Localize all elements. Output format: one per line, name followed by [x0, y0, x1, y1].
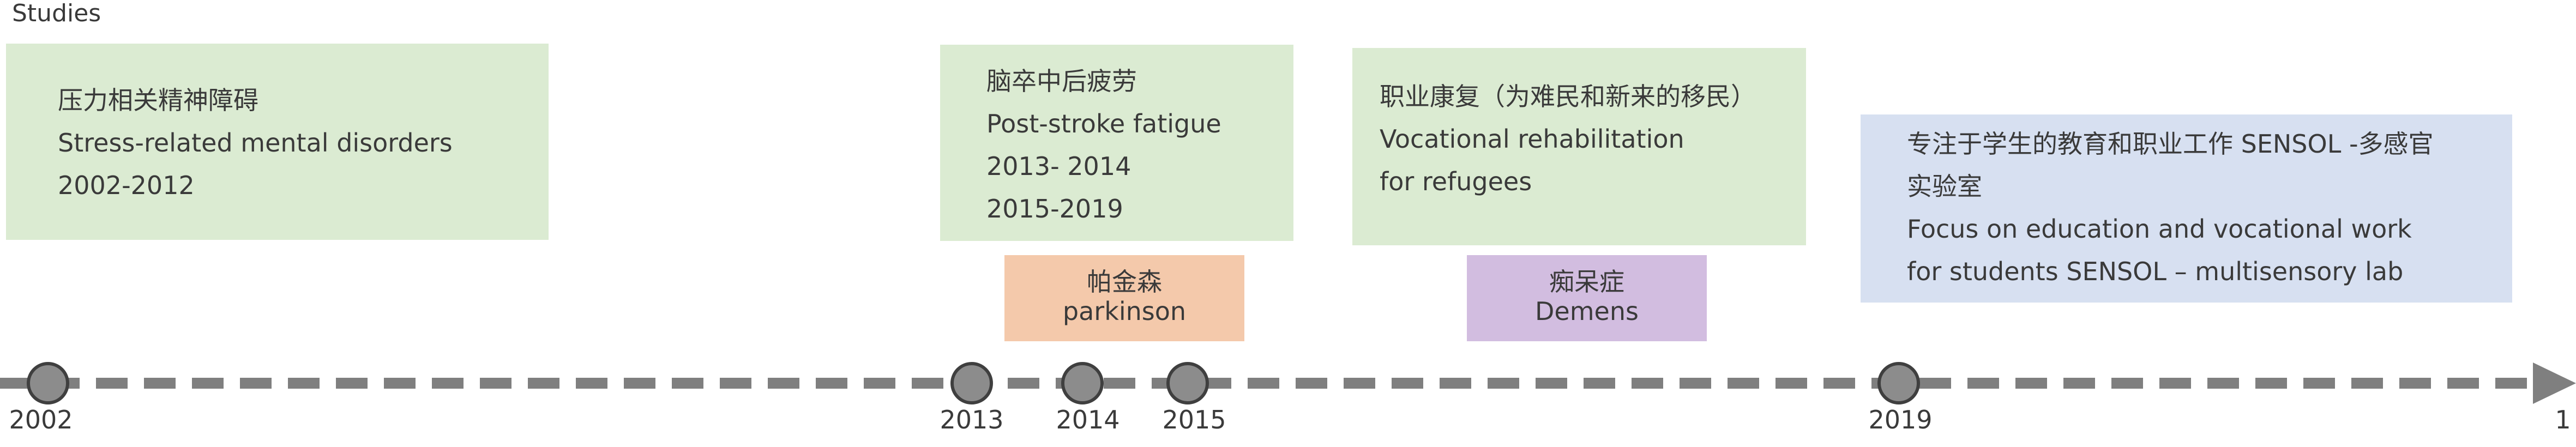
box-stress-zh: 压力相关精神障碍	[58, 86, 258, 115]
box-sensol-en-2: for students SENSOL – multisensory lab	[1907, 257, 2404, 286]
box-sensol-zh-1: 专注于学生的教育和职业工作 SENSOL -多感官	[1907, 129, 2434, 159]
box-stress-related-disorders: 压力相关精神障碍 Stress-related mental disorders…	[6, 44, 549, 240]
box-parkinson-zh: 帕金森	[1087, 267, 1162, 297]
heading-studies: Studies	[12, 0, 101, 27]
box-post-stroke-fatigue: 脑卒中后疲劳 Post-stroke fatigue 2013- 2014 20…	[940, 45, 1293, 241]
box-parkinson: 帕金森 parkinson	[1004, 255, 1244, 341]
box-stress-en: Stress-related mental disorders	[58, 128, 453, 158]
box-fatigue-years-1: 2013- 2014	[986, 152, 1131, 181]
box-sensol-en-1: Focus on education and vocational work	[1907, 214, 2412, 244]
box-vocational-rehabilitation: 职业康复（为难民和新来的移民） Vocational rehabilitatio…	[1352, 48, 1806, 245]
year-label-2019: 2019	[1868, 405, 1933, 434]
timeline-arrowhead	[2533, 363, 2576, 404]
year-label-2014: 2014	[1056, 405, 1120, 434]
timeline-end-label: 1	[2555, 405, 2571, 434]
year-label-2015: 2015	[1162, 405, 1226, 434]
box-vocational-en-2: for refugees	[1380, 167, 1532, 196]
year-label-2013: 2013	[940, 405, 1004, 434]
box-fatigue-en: Post-stroke fatigue	[986, 109, 1221, 138]
box-demens-zh: 痴呆症	[1549, 267, 1624, 297]
box-sensol-lab: 专注于学生的教育和职业工作 SENSOL -多感官 实验室 Focus on e…	[1861, 114, 2512, 303]
box-parkinson-en: parkinson	[1062, 297, 1187, 326]
box-demens: 痴呆症 Demens	[1467, 255, 1707, 341]
box-vocational-zh: 职业康复（为难民和新来的移民）	[1380, 82, 1756, 111]
box-stress-years: 2002-2012	[58, 171, 195, 200]
timeline-node-2015	[1166, 362, 1209, 404]
timeline-node-2014	[1061, 362, 1104, 404]
box-vocational-en: Vocational rehabilitation	[1380, 124, 1684, 154]
box-fatigue-years-2: 2015-2019	[986, 194, 1123, 224]
box-demens-en: Demens	[1535, 297, 1639, 326]
timeline-node-2002	[27, 362, 69, 404]
box-fatigue-zh: 脑卒中后疲劳	[986, 67, 1137, 96]
box-sensol-zh-2: 实验室	[1907, 172, 1982, 201]
year-label-2002: 2002	[9, 405, 73, 434]
timeline-node-2013	[950, 362, 993, 404]
timeline-node-2019	[1877, 362, 1920, 404]
